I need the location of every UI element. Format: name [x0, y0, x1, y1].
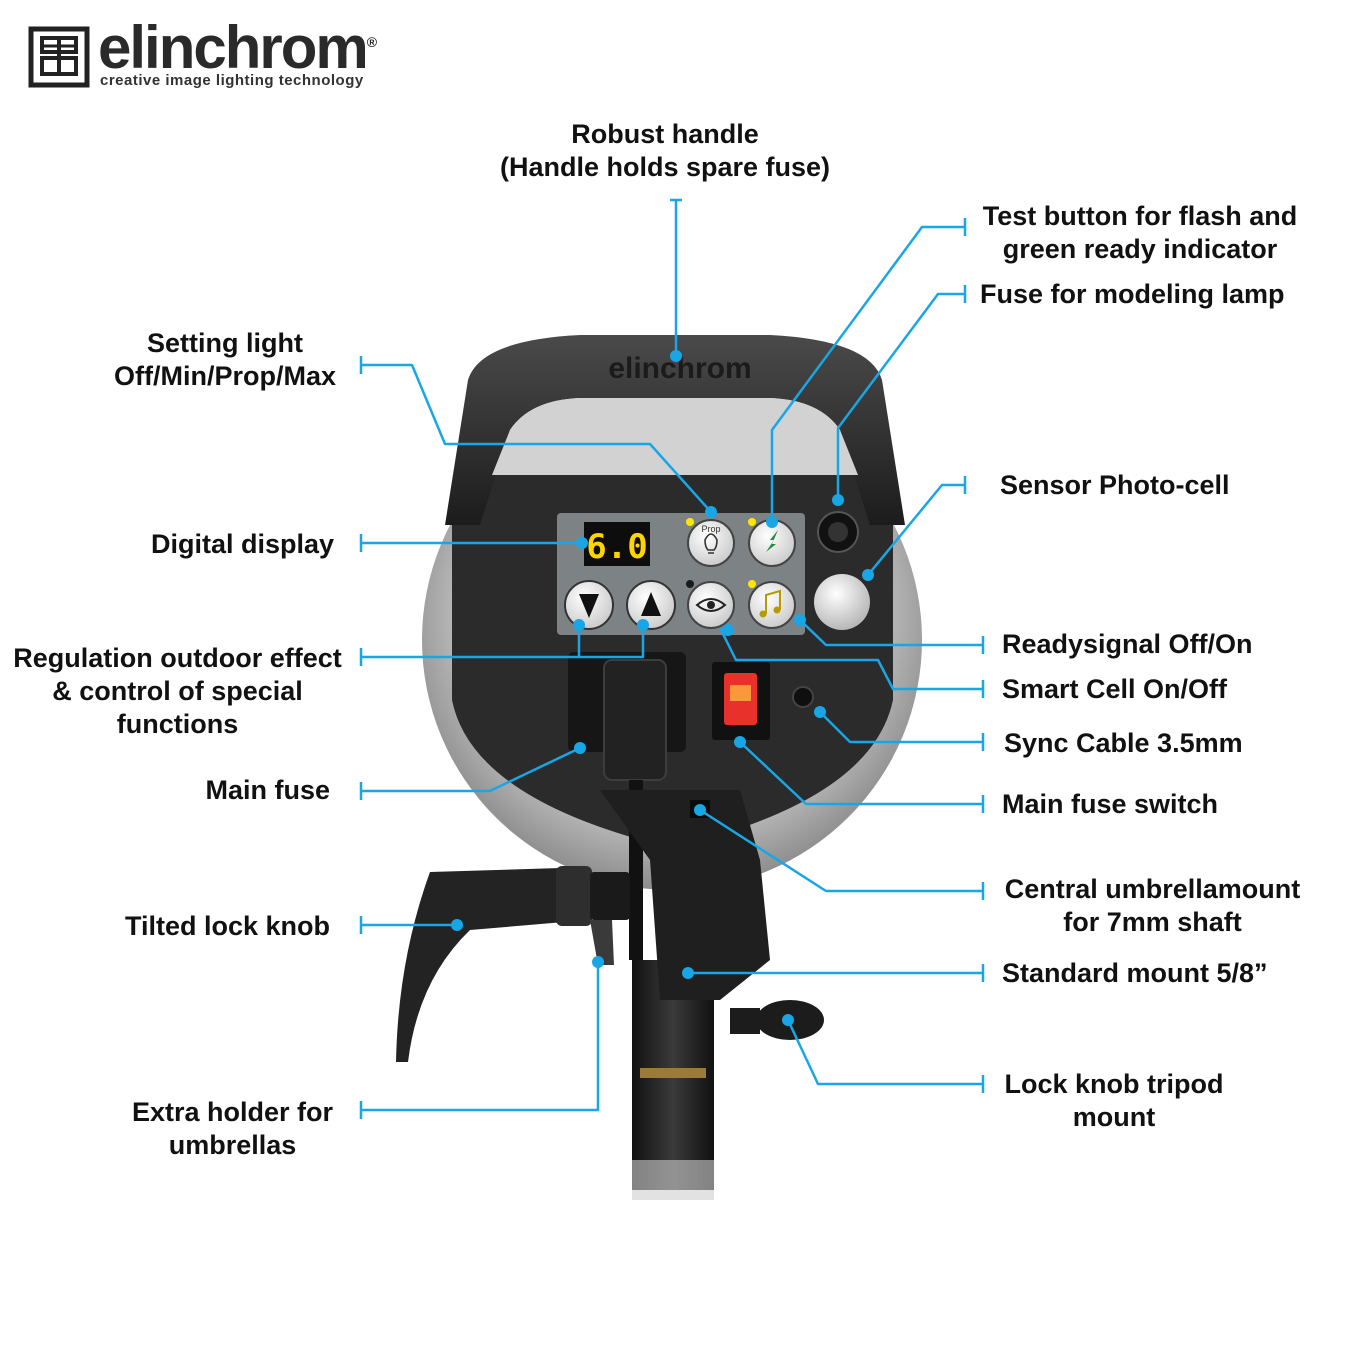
readysignal-button[interactable]	[748, 580, 796, 629]
brand-name: elinchrom®	[98, 14, 377, 81]
callout-sensor	[867, 476, 967, 576]
callout-extra-holder	[359, 962, 600, 1119]
brand-logo: elinchrom® creative image lighting techn…	[28, 18, 448, 94]
prop-button[interactable]: Prop	[686, 518, 735, 567]
callout-setting-light	[359, 356, 712, 513]
digital-display: 6.0	[584, 522, 650, 567]
down-triangle-icon	[579, 594, 599, 618]
callout-main-fuse	[359, 746, 581, 800]
label-readysignal: Readysignal Off/On	[1002, 629, 1253, 659]
callout-robust-handle	[670, 198, 682, 355]
up-triangle-icon	[641, 592, 661, 616]
bulb-icon	[704, 533, 718, 554]
label-smart-cell: Smart Cell On/Off	[1002, 674, 1228, 704]
label-tilted-lock: Tilted lock knob	[124, 911, 330, 941]
music-note-icon	[765, 589, 781, 614]
callout-regulation	[359, 625, 645, 666]
modeling-lamp-fuse	[817, 511, 859, 553]
extra-umbrella-holder	[590, 920, 614, 965]
tripod-lock-knob[interactable]	[730, 1000, 824, 1040]
brand-mark-icon	[28, 26, 90, 88]
label-regulation: Regulation outdoor effect& control of sp…	[13, 643, 342, 739]
callout-lock-knob-tripod	[786, 1019, 985, 1093]
callout-central-umbrella	[699, 808, 985, 900]
main-fuse-switch[interactable]	[712, 662, 770, 740]
brand-tagline: creative image lighting technology	[100, 72, 364, 89]
prop-caption: Prop	[701, 524, 720, 534]
callout-readysignal	[799, 619, 985, 654]
label-sensor: Sensor Photo-cell	[1000, 470, 1230, 500]
tilted-lock-knob[interactable]	[396, 866, 630, 1062]
up-arrow-button[interactable]	[626, 580, 676, 630]
callout-sync-cable	[819, 711, 985, 751]
photo-cell-sensor	[814, 574, 870, 630]
handle	[445, 335, 905, 525]
down-arrow-button[interactable]	[564, 580, 614, 630]
label-standard-mount: Standard mount 5/8”	[1002, 958, 1268, 988]
display-value: 6.0	[586, 527, 647, 567]
smart-cell-button[interactable]	[686, 580, 735, 629]
callout-smart-cell	[718, 627, 985, 698]
callout-fuse-modeling	[836, 285, 967, 500]
callout-main-fuse-switch	[739, 741, 985, 813]
sync-socket	[792, 686, 814, 708]
label-main-fuse-switch: Main fuse switch	[1002, 789, 1219, 819]
flash-icon	[766, 530, 778, 552]
label-sync-cable: Sync Cable 3.5mm	[1004, 728, 1243, 758]
eye-icon	[695, 598, 727, 612]
label-digital-display: Digital display	[150, 529, 334, 559]
label-main-fuse: Main fuse	[205, 775, 330, 805]
label-fuse-modeling: Fuse for modeling lamp	[980, 279, 1285, 309]
callout-lines	[359, 198, 985, 1119]
handle-inner	[492, 398, 858, 475]
callout-digital-display	[359, 534, 582, 552]
label-robust-handle: Robust handle(Handle holds spare fuse)	[499, 119, 831, 182]
callout-dots	[451, 350, 874, 1026]
callout-test-button	[770, 218, 967, 520]
callout-tilted-lock	[359, 916, 457, 934]
